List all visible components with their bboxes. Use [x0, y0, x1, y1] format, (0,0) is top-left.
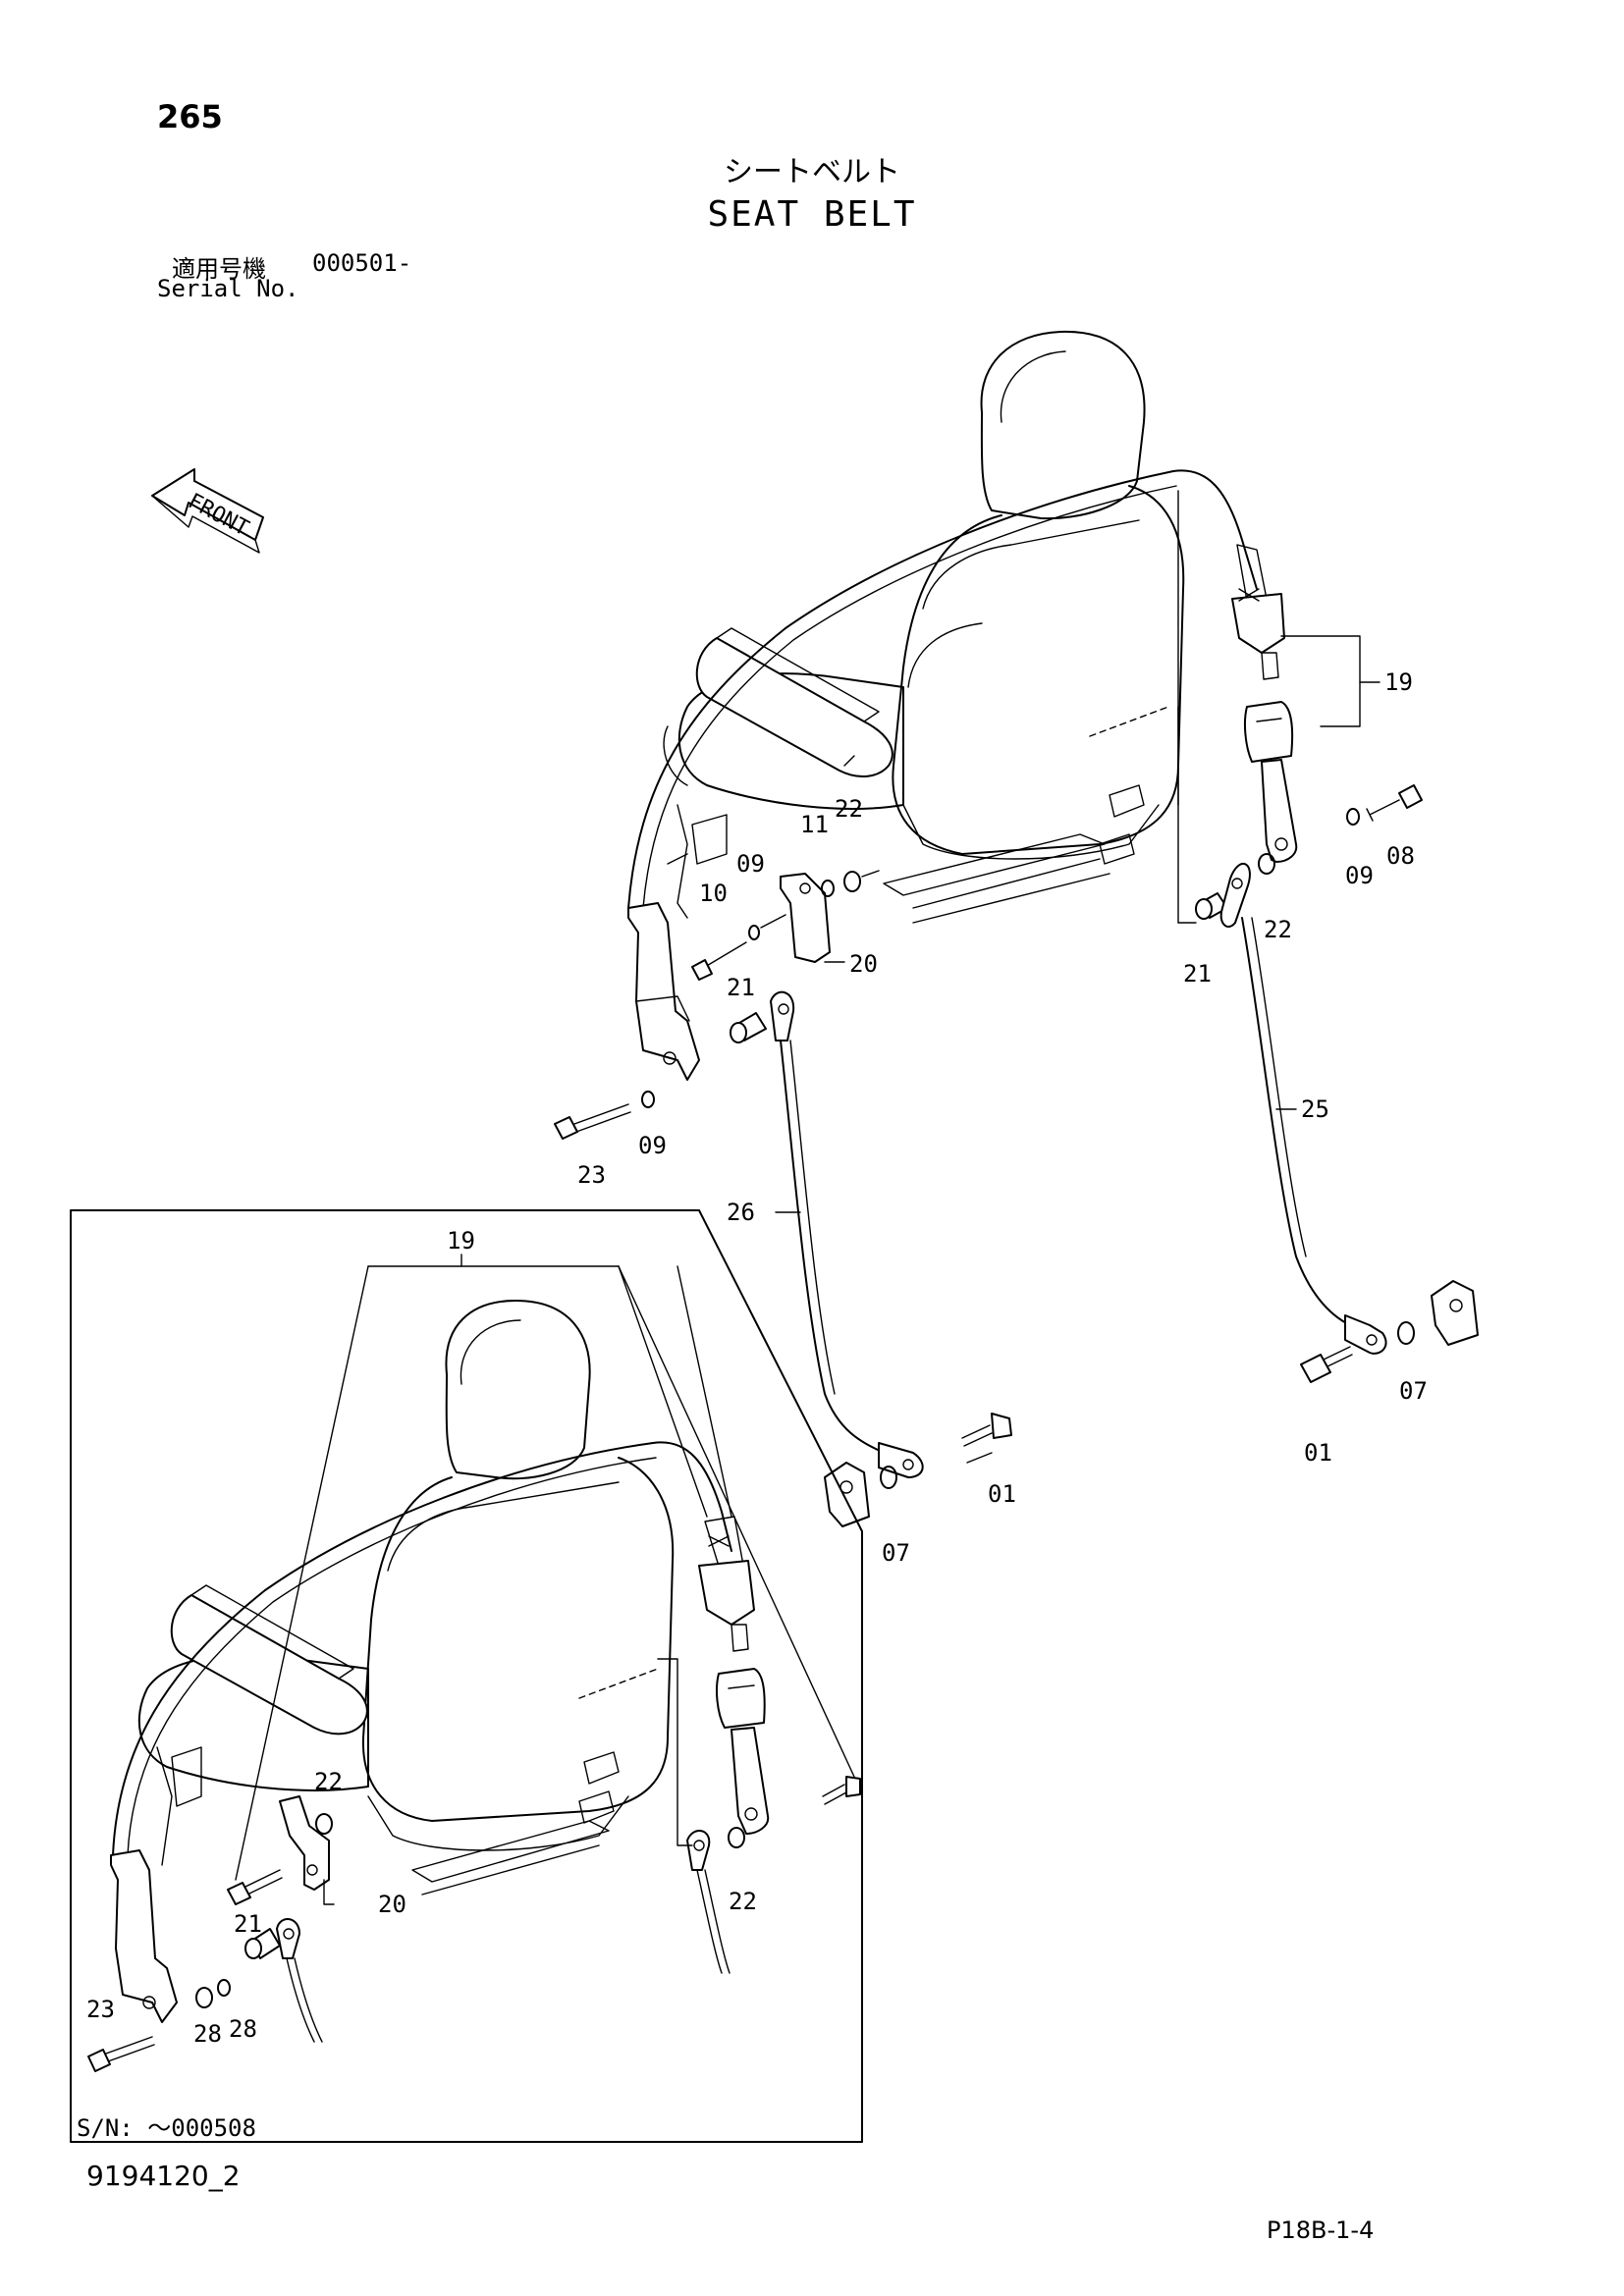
inset-leader-lines — [235, 1254, 855, 1905]
drawing-number: 9194120_2 — [86, 2160, 241, 2192]
inset-seat — [137, 1300, 675, 1896]
callout-21-right: 21 — [1183, 960, 1212, 988]
inset-callout-28-right: 28 — [229, 2015, 257, 2043]
title-japanese: シートベルト — [724, 155, 900, 189]
inset-callout-21: 21 — [234, 1910, 262, 1938]
callout-09-right: 09 — [1345, 862, 1374, 889]
callout-08: 08 — [1386, 842, 1415, 870]
inset-callout-20: 20 — [378, 1891, 406, 1918]
inset-serial-range: S/N: ～000508 — [77, 2114, 256, 2142]
callout-11: 11 — [800, 811, 829, 838]
title-english: SEAT BELT — [707, 194, 917, 235]
callout-09-left: 09 — [736, 850, 765, 878]
inset-frame — [70, 1209, 863, 2143]
main-seat — [663, 330, 1185, 924]
callout-07-right: 07 — [1399, 1377, 1428, 1405]
inset-callouts: 19 22 20 21 22 23 28 28 — [86, 1227, 757, 2048]
callout-22-right: 22 — [1264, 916, 1292, 943]
inset-callout-23: 23 — [86, 1996, 115, 2023]
front-arrow-icon: FRONT — [151, 468, 264, 554]
inset-callout-19: 19 — [447, 1227, 475, 1255]
page-number: 265 — [157, 98, 223, 135]
inset-callout-22-right: 22 — [729, 1888, 757, 1915]
callout-19: 19 — [1384, 668, 1413, 696]
callout-10: 10 — [699, 880, 728, 907]
callout-01-left: 01 — [988, 1480, 1016, 1508]
callout-23: 23 — [577, 1161, 606, 1189]
inset-belt — [110, 1441, 770, 2023]
callout-20: 20 — [849, 950, 878, 978]
serial-label-english: Serial No. — [157, 275, 299, 302]
main-leader-lines — [775, 635, 1380, 1464]
callout-21-left: 21 — [727, 974, 755, 1001]
callout-26: 26 — [727, 1199, 755, 1226]
callout-22-left: 22 — [835, 795, 863, 823]
serial-value: 000501- — [312, 249, 412, 277]
callout-09-bottom: 09 — [638, 1132, 667, 1159]
inset-callout-28-left: 28 — [193, 2020, 222, 2048]
callout-07-left: 07 — [882, 1539, 910, 1567]
serial-label-japanese: 適用号機 — [172, 255, 266, 283]
callout-25: 25 — [1301, 1095, 1329, 1123]
callout-01-right: 01 — [1304, 1439, 1332, 1467]
inset-hardware — [87, 1776, 861, 2072]
inset-callout-22-left: 22 — [314, 1768, 343, 1795]
main-hardware — [554, 784, 1479, 1527]
main-callouts: 19 08 09 22 21 11 22 09 10 20 21 09 23 2… — [577, 668, 1428, 1567]
page-reference: P18B-1-4 — [1267, 2216, 1375, 2244]
seat-belt-webbing — [627, 469, 1298, 1081]
